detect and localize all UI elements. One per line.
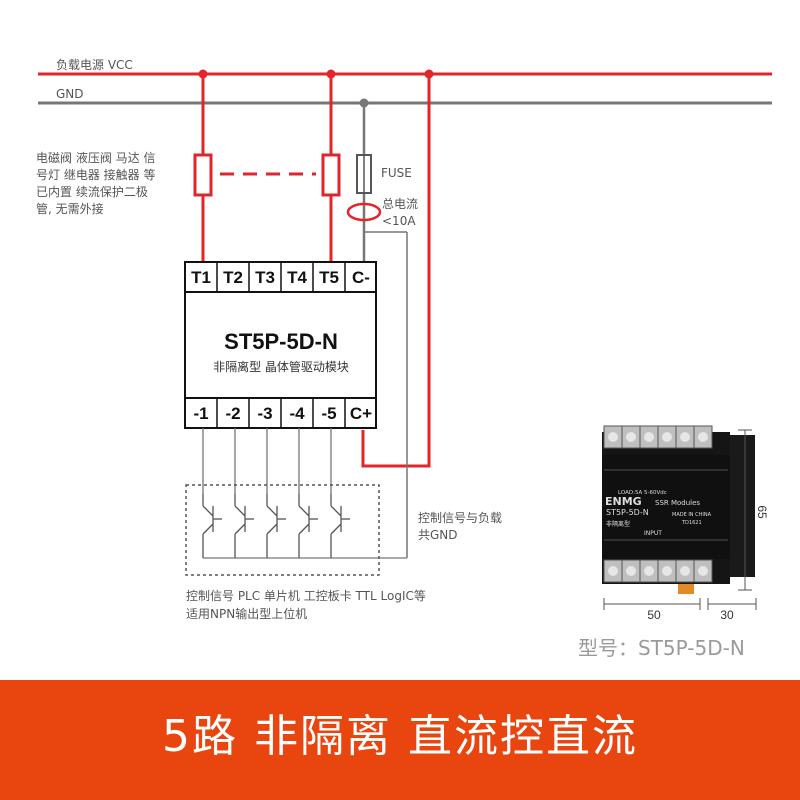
npn-transistor-4	[298, 494, 318, 558]
terminal-cplus: C+	[350, 404, 372, 423]
terminal-t3: T3	[255, 268, 275, 287]
shared-gnd-note-1: 控制信号与负载	[418, 511, 502, 525]
current-clamp	[346, 202, 382, 222]
npn-transistor-5	[330, 494, 350, 558]
terminal-in5: -5	[321, 404, 336, 423]
module-model: ST5P-5D-N	[224, 329, 338, 354]
control-note-2: 适用NPN输出型上位机	[186, 606, 307, 621]
svg-text:INPUT: INPUT	[644, 530, 662, 537]
vcc-label: 负载电源 VCC	[56, 58, 133, 72]
dim-width-label: 50	[647, 608, 661, 622]
product-photo: ENMG SSR Modules LOAD:5A 5-60Vdc ST5P-5D…	[602, 425, 755, 594]
svg-text:ST5P-5D-N: ST5P-5D-N	[606, 508, 649, 517]
svg-text:SSR Modules: SSR Modules	[655, 499, 700, 507]
fuse-label: FUSE	[381, 166, 412, 180]
shared-gnd-note-2: 共GND	[418, 528, 458, 542]
load-note-3: 已内置 续流保护二极	[36, 185, 148, 199]
load-note-4: 管, 无需外接	[36, 201, 104, 216]
svg-text:MADE IN CHINA: MADE IN CHINA	[672, 512, 712, 518]
terminal-in3: -3	[257, 404, 272, 423]
module-subtitle: 非隔离型 晶体管驱动模块	[213, 359, 349, 374]
terminal-in2: -2	[225, 404, 240, 423]
load-note-1: 电磁阀 液压阀 马达 信	[36, 150, 155, 165]
model-caption: 型号：ST5P-5D-N	[578, 636, 745, 660]
dim-height-label: 65	[755, 505, 769, 519]
banner-title: 5路 非隔离 直流控直流	[162, 711, 638, 762]
terminal-t5: T5	[319, 268, 339, 287]
svg-text:ENMG: ENMG	[605, 495, 642, 508]
terminal-in1: -1	[193, 404, 208, 423]
bottom-banner	[0, 680, 800, 800]
terminal-t4: T4	[287, 268, 307, 287]
module-block	[184, 261, 377, 429]
terminal-t2: T2	[223, 268, 243, 287]
svg-text:非隔离型: 非隔离型	[606, 520, 630, 528]
npn-transistor-3	[266, 494, 286, 558]
gnd-label: GND	[56, 87, 84, 101]
svg-text:TD1621: TD1621	[681, 520, 702, 526]
load-resistor-1	[193, 153, 213, 197]
terminal-t1: T1	[191, 268, 211, 287]
npn-controller-box	[185, 484, 380, 576]
npn-transistor-2	[234, 494, 254, 558]
cplus-wire	[361, 74, 431, 468]
current-label-2: <10A	[382, 214, 416, 228]
dimension-lines	[603, 429, 757, 610]
current-label-1: 总电流	[382, 197, 418, 211]
npn-transistor-1	[202, 494, 222, 558]
svg-text:LOAD:5A 5-60Vdc: LOAD:5A 5-60Vdc	[618, 490, 667, 496]
dim-depth-label: 30	[720, 608, 734, 622]
load-note-2: 号灯 继电器 接触器 等	[36, 167, 155, 182]
control-note-1: 控制信号 PLC 单片机 工控板卡 TTL LogIC等	[186, 589, 426, 603]
input-wires	[202, 428, 407, 559]
terminal-in4: -4	[289, 404, 305, 423]
terminal-cminus: C-	[352, 268, 370, 287]
load-resistor-5	[321, 153, 341, 197]
